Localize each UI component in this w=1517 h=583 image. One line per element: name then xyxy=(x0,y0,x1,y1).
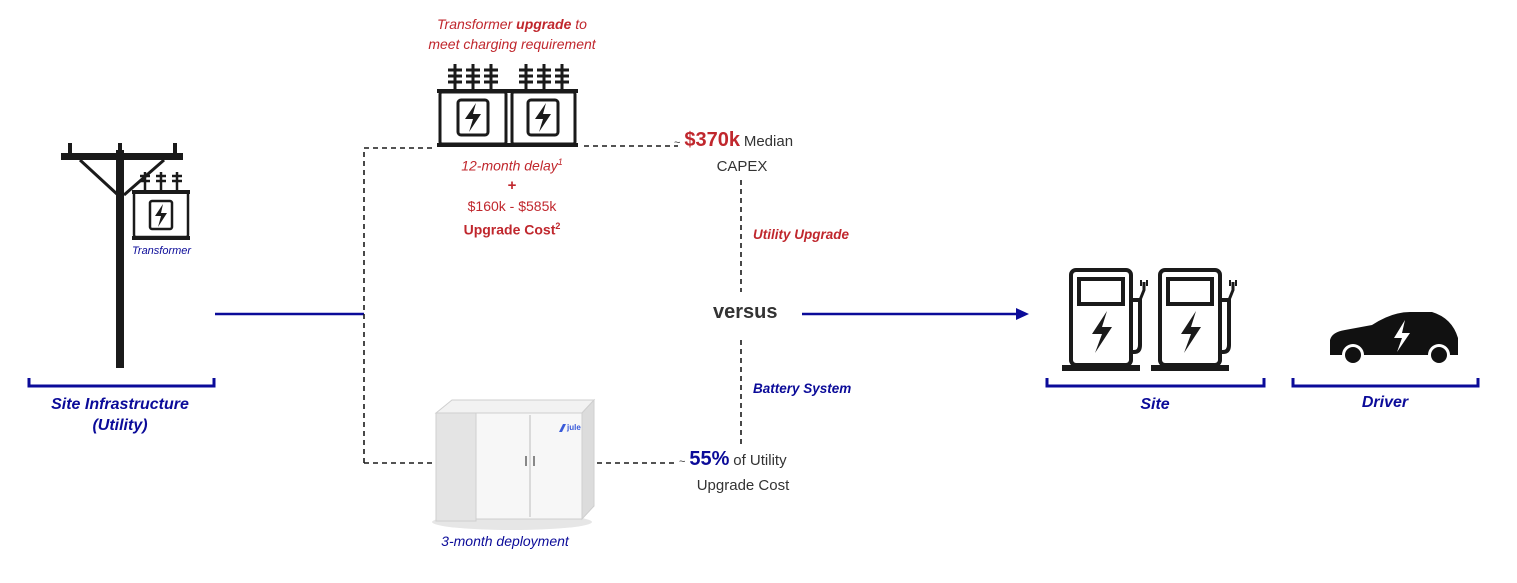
utility-upgrade-label: Utility Upgrade xyxy=(753,227,850,242)
arrow-right-icon xyxy=(802,308,1029,320)
caption-line2: meet charging requirement xyxy=(428,36,596,52)
capex-value-line: ~ $370k Median xyxy=(674,129,793,152)
percent-line2: Upgrade Cost xyxy=(696,477,790,494)
percent-value: 55% xyxy=(689,448,730,470)
caption-bold: upgrade xyxy=(516,16,572,32)
transformer-icon xyxy=(509,64,578,147)
capex-line2: CAPEX xyxy=(716,158,768,175)
transformer-upgrade-caption: Transformer upgrade to meet charging req… xyxy=(402,14,622,54)
deployment-label: 3-month deployment xyxy=(441,533,569,549)
battery-system-label: Battery System xyxy=(753,381,852,396)
percent-label: of Utility xyxy=(733,452,787,469)
versus-label: versus xyxy=(713,301,778,323)
battery-cabinet-icon xyxy=(432,398,596,530)
charging-station-icon xyxy=(1062,268,1148,371)
caption-suffix: to xyxy=(571,16,587,32)
battery-brand-logo: jule xyxy=(567,423,581,432)
caption-prefix: Transformer xyxy=(437,16,517,32)
delay-label: 12-month delay xyxy=(461,157,558,174)
capex-value: $370k xyxy=(684,129,740,151)
electric-car-icon xyxy=(1330,312,1458,366)
upgrade-cost-block: 12-month delay1 + $160k - $585k Upgrade … xyxy=(412,152,612,239)
site-infrastructure-line1: Site Infrastructure xyxy=(51,396,189,413)
driver-bracket xyxy=(1291,378,1480,388)
driver-label: Driver xyxy=(1361,394,1409,411)
site-label: Site xyxy=(1140,396,1170,413)
dashed-connectors xyxy=(363,145,742,464)
transformer-icon xyxy=(437,64,509,147)
percent-tilde: ~ xyxy=(679,456,686,468)
cost-footnote: 2 xyxy=(555,220,561,231)
site-bracket xyxy=(1045,378,1266,388)
site-infrastructure-line2: (Utility) xyxy=(92,417,148,434)
cost-range: $160k - $585k xyxy=(467,197,557,214)
site-infrastructure-bracket xyxy=(27,378,216,388)
site-infrastructure-label: Site Infrastructure (Utility) xyxy=(20,394,220,436)
charging-station-icon xyxy=(1151,268,1237,371)
capex-label: Median xyxy=(743,133,794,150)
upgrade-cost-label: Upgrade Cost xyxy=(463,221,556,238)
plus-sign: + xyxy=(507,176,517,194)
capex-tilde: ~ xyxy=(674,137,681,149)
transformer-icon xyxy=(132,172,190,240)
transformer-label: Transformer xyxy=(132,245,192,257)
delay-footnote: 1 xyxy=(557,157,563,167)
percent-value-line: ~ 55% of Utility xyxy=(679,448,787,471)
